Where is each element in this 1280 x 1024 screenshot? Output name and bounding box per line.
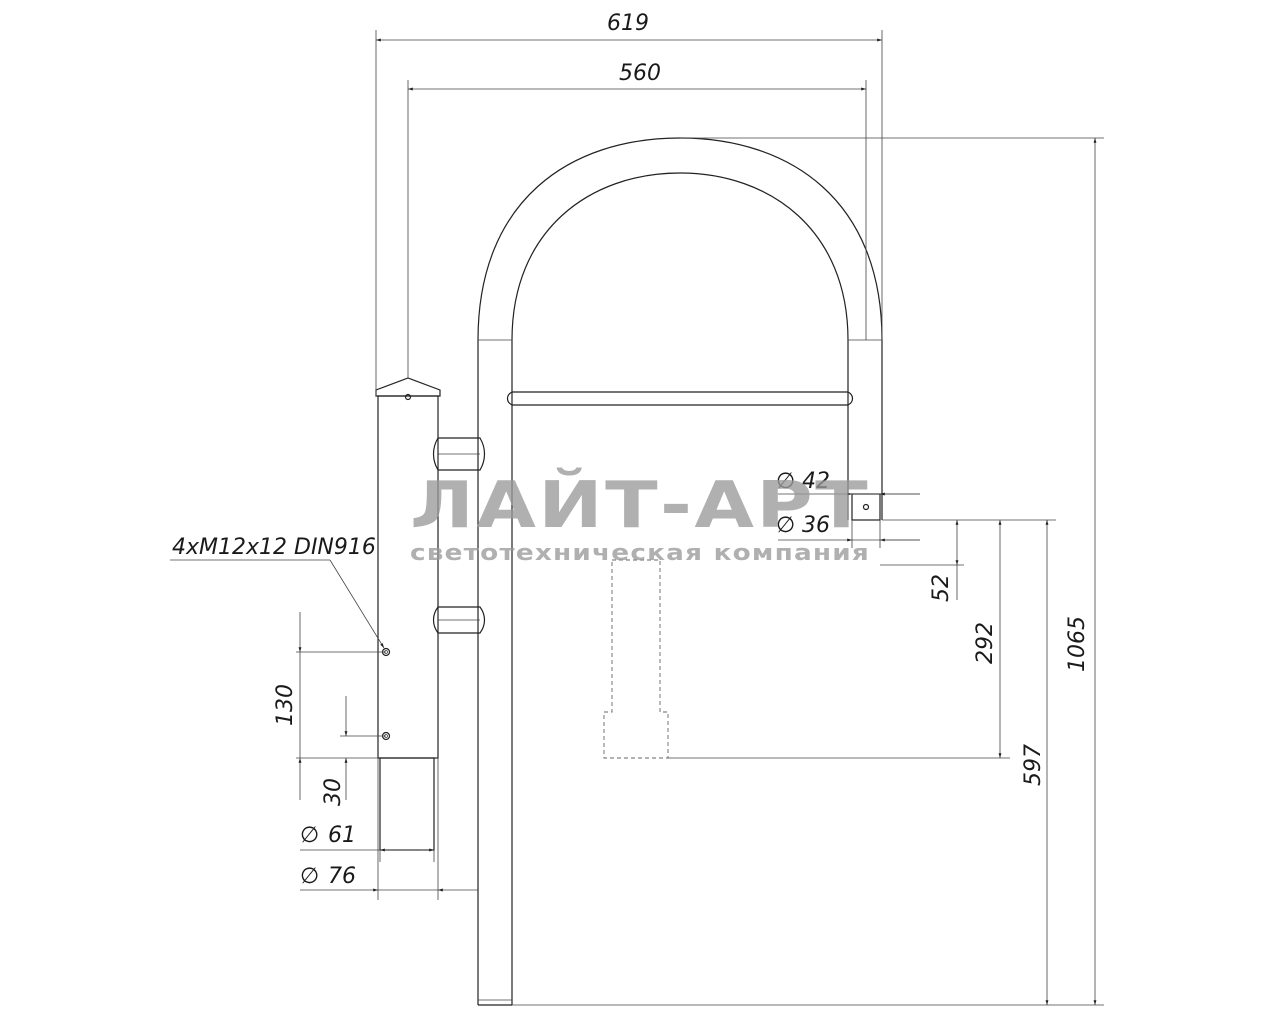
diameter-symbol-36: ∅	[776, 513, 795, 538]
clamp-upper	[432, 437, 486, 471]
label-fastener: 4xM12x12 DIN916	[172, 535, 376, 560]
dimension-labels: 619 560 1065 597 292 52 130 30 ∅ 42 ∅ 36…	[172, 11, 1090, 889]
label-292: 292	[973, 622, 998, 664]
diameter-symbol-42: ∅	[776, 469, 795, 494]
label-52: 52	[929, 574, 954, 602]
label-1065: 1065	[1065, 616, 1090, 672]
label-dia-42: 42	[802, 469, 830, 494]
label-dia-76: 76	[328, 864, 356, 889]
dimension-lines	[170, 38, 1097, 1005]
sleeve-cap	[375, 377, 441, 397]
extension-lines	[296, 30, 1104, 1006]
hidden-insert	[603, 559, 669, 759]
arch-inner	[511, 172, 849, 1005]
bollard-geometry	[375, 137, 883, 1006]
label-619: 619	[607, 11, 649, 36]
post-61	[379, 757, 435, 851]
diameter-symbol-76: ∅	[300, 864, 319, 889]
arch-outer	[477, 137, 883, 1005]
watermark-tagline: светотехническая компания	[410, 541, 870, 566]
label-560: 560	[619, 61, 661, 86]
crossbar	[506, 391, 854, 406]
sleeve-76	[377, 395, 439, 759]
label-597: 597	[1021, 744, 1046, 786]
label-30: 30	[321, 778, 346, 806]
diameter-symbol-61: ∅	[300, 823, 319, 848]
label-130: 130	[273, 684, 298, 726]
watermark-brand: ЛАЙТ-АРТ	[410, 467, 870, 543]
clamp-lower	[432, 606, 486, 634]
label-dia-61: 61	[328, 823, 356, 848]
watermark: ЛАЙТ-АРТ светотехническая компания	[410, 467, 870, 566]
label-dia-36: 36	[802, 513, 830, 538]
